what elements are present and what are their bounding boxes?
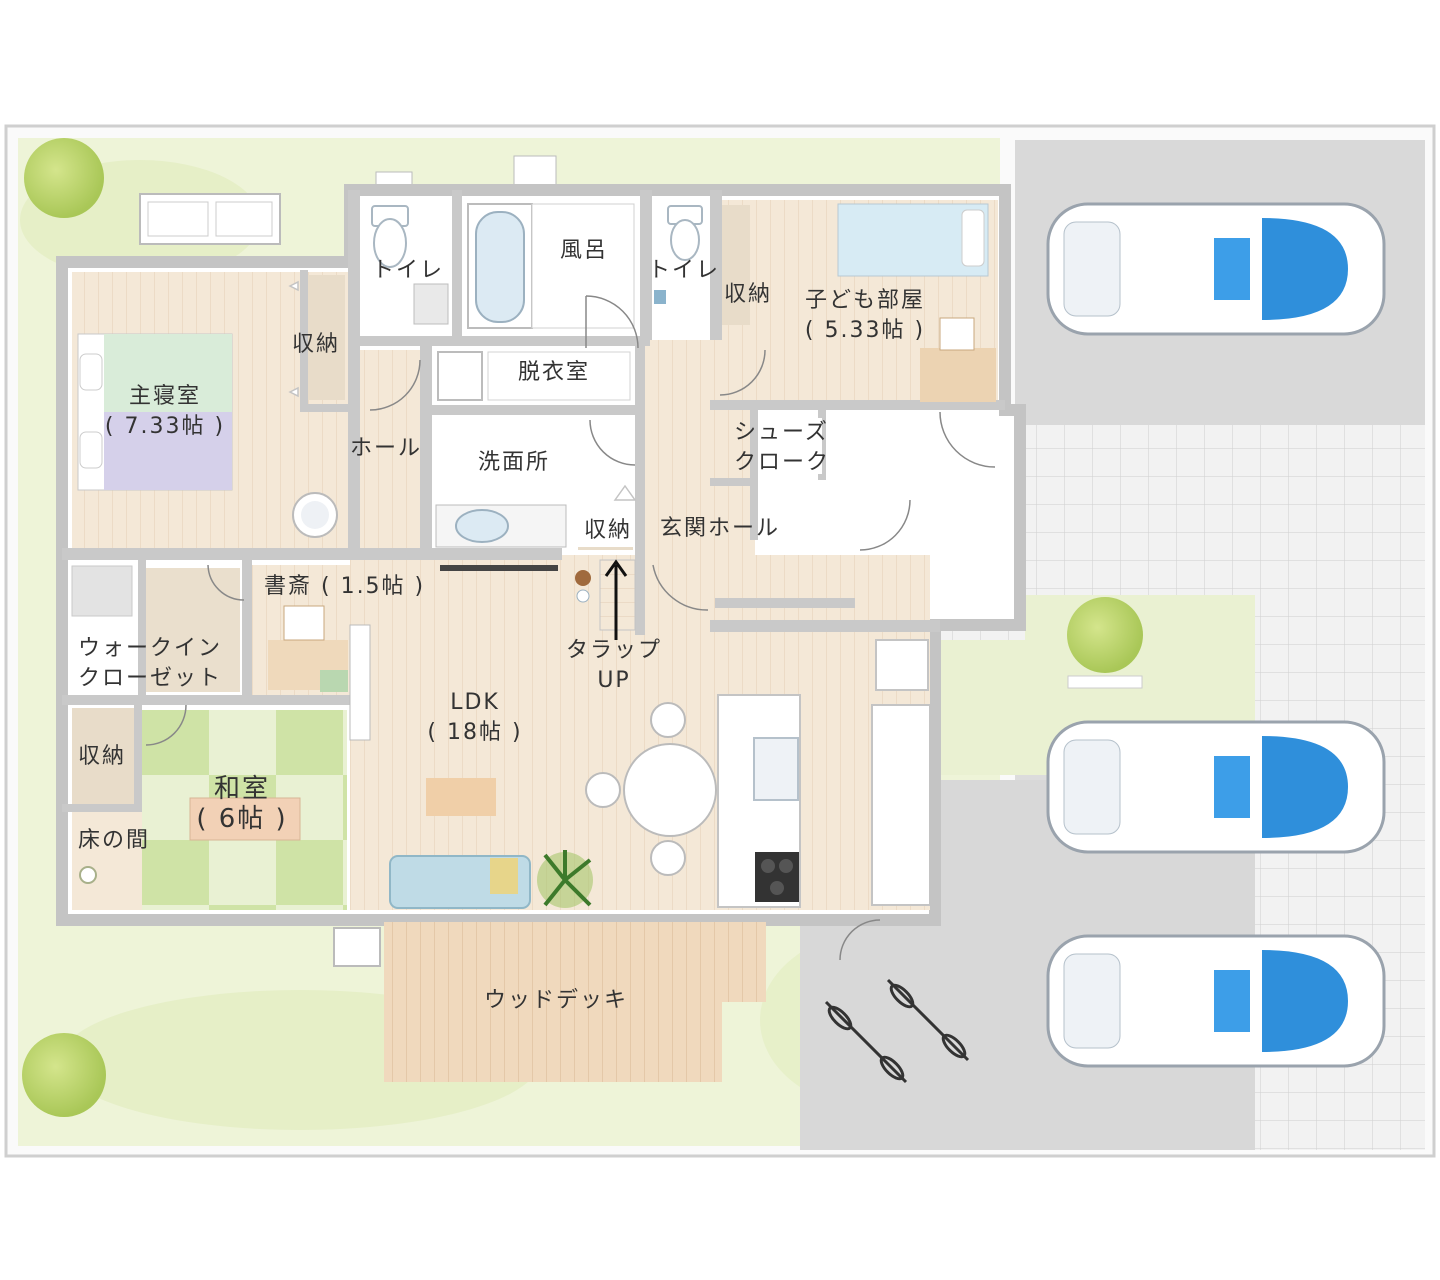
tv-board bbox=[440, 565, 558, 571]
wash-basin bbox=[455, 509, 509, 543]
car bbox=[1046, 934, 1386, 1068]
label-tokonoma: 床の間 bbox=[78, 828, 151, 853]
label-stairs: タラップ UP bbox=[558, 636, 670, 696]
shoes-cloak-floor bbox=[758, 418, 822, 474]
low-table bbox=[189, 797, 301, 841]
shoes-cloak-line2: クローク bbox=[734, 450, 831, 475]
master-storage-floor bbox=[305, 275, 345, 400]
label-toilet-right: トイレ bbox=[648, 258, 721, 283]
walk-in-closet-line1: ウォークイン bbox=[78, 636, 223, 661]
label-shoes-cloak: シューズ クローク bbox=[734, 418, 830, 478]
plant bbox=[537, 850, 593, 908]
tatami-room-size: ( 6帖 ) bbox=[196, 804, 288, 834]
label-tatami-room: 和室 ( 6帖 ) bbox=[180, 774, 304, 834]
interior-walls bbox=[62, 190, 1005, 812]
cupboard bbox=[871, 704, 931, 906]
label-dressing: 脱衣室 bbox=[518, 360, 591, 385]
ldk-size: ( 18帖 ) bbox=[427, 720, 523, 745]
label-wood-deck: ウッドデッキ bbox=[484, 988, 629, 1013]
door-swings bbox=[145, 295, 996, 961]
car bbox=[1046, 202, 1386, 336]
bathtub bbox=[475, 211, 525, 323]
child-desk bbox=[920, 348, 996, 402]
master-bedroom-name: 主寝室 bbox=[128, 384, 201, 409]
toilet-bowl bbox=[373, 218, 407, 268]
ldk-name: LDK bbox=[450, 690, 500, 715]
bicycle bbox=[886, 978, 970, 1062]
tree bbox=[24, 138, 104, 218]
label-hall-storage: 収納 bbox=[584, 518, 633, 543]
label-child-room: 子ども部屋 ( 5.33帖 ) bbox=[790, 286, 940, 346]
walk-in-closet-line2: クローゼット bbox=[78, 666, 223, 691]
label-entrance-hall: 玄関ホール bbox=[660, 516, 781, 541]
fridge bbox=[875, 639, 929, 691]
tree bbox=[1067, 597, 1143, 673]
bicycle bbox=[824, 1000, 908, 1084]
label-master-storage: 収納 bbox=[292, 332, 341, 357]
label-walk-in-closet: ウォークイン クローゼット bbox=[78, 634, 222, 694]
tokonoma-floor bbox=[72, 810, 142, 910]
label-study: 書斎 ( 1.5帖 ) bbox=[264, 574, 426, 599]
shoes-cloak-line1: シューズ bbox=[734, 420, 829, 445]
label-bath: 風呂 bbox=[560, 238, 609, 263]
label-tatami-storage: 収納 bbox=[78, 744, 127, 769]
tatami-room-name: 和室 bbox=[213, 774, 270, 804]
label-toilet-left: トイレ bbox=[372, 258, 445, 283]
tatami-storage-floor bbox=[72, 708, 134, 804]
stairs-line1: タラップ bbox=[565, 638, 662, 663]
master-bedroom-size: ( 7.33帖 ) bbox=[104, 414, 226, 439]
kitchen-sink bbox=[753, 737, 799, 801]
label-hall: ホール bbox=[350, 436, 423, 461]
dining-table bbox=[623, 743, 717, 837]
tree bbox=[22, 1033, 106, 1117]
label-master-bedroom: 主寝室 ( 7.33帖 ) bbox=[90, 382, 240, 442]
child-room-name: 子ども部屋 bbox=[804, 288, 925, 313]
label-ldk: LDK ( 18帖 ) bbox=[410, 688, 540, 748]
wood-deck bbox=[384, 922, 722, 1082]
label-child-storage: 収納 bbox=[724, 282, 773, 307]
stairs-line2: UP bbox=[597, 668, 631, 693]
label-washroom: 洗面所 bbox=[478, 450, 551, 475]
child-storage-floor bbox=[722, 205, 750, 325]
child-room-size: ( 5.33帖 ) bbox=[804, 318, 926, 343]
coffee-table bbox=[426, 778, 496, 816]
car bbox=[1046, 720, 1386, 854]
